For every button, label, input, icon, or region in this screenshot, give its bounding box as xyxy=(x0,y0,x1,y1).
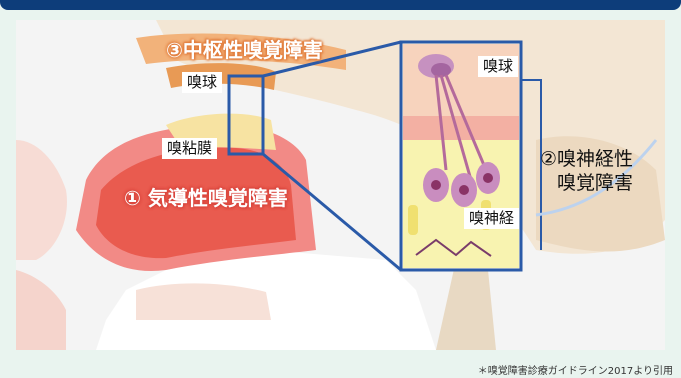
sensorineural-line-1: ②嗅神経性 xyxy=(540,148,633,172)
olfactory-mucosa-label: 嗅粘膜 xyxy=(162,138,217,159)
sensorineural-line-2: 嗅覚障害 xyxy=(540,172,633,196)
inset-olfactory-bulb-label: 嗅球 xyxy=(478,56,518,77)
central-olfactory-disorder-label: ③中枢性嗅覚障害 xyxy=(166,40,323,60)
diagram-panel: ③中枢性嗅覚障害 嗅球 嗅粘膜 ① 気導性嗅覚障害 嗅球 嗅神経 ②嗅神経性 嗅… xyxy=(16,20,665,350)
sensorineural-olfactory-disorder-label: ②嗅神経性 嗅覚障害 xyxy=(540,148,633,196)
citation-note: ＊嗅覚障害診療ガイドライン2017より引用 xyxy=(478,362,673,377)
olfactory-nerve-label: 嗅神経 xyxy=(464,208,519,229)
conductive-olfactory-disorder-label: ① 気導性嗅覚障害 xyxy=(124,188,288,208)
header-bar xyxy=(0,0,681,10)
olfactory-bulb-label: 嗅球 xyxy=(182,72,222,93)
